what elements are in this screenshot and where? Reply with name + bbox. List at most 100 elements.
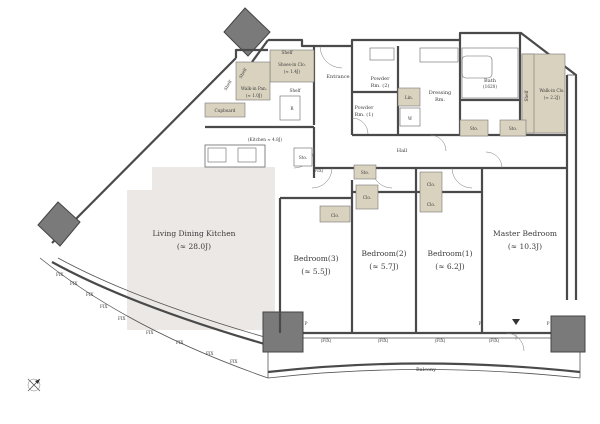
walkin-pan-label-1: Walk-in Pan.	[241, 86, 267, 91]
closet-bed1	[419, 171, 443, 213]
door-hall-bed3	[311, 167, 333, 189]
curved-window-wall	[51, 261, 269, 347]
shelf-label: Shelf	[223, 79, 233, 91]
bedroom2-area: (≈ 5.7J)	[369, 262, 399, 271]
master-area: (≈ 10.3J)	[508, 242, 542, 251]
door-powder1	[351, 117, 369, 135]
walkin-pantry	[235, 61, 271, 101]
fridge-mark: R	[290, 106, 294, 111]
column-south-east	[550, 315, 586, 353]
kitchen-sink	[237, 147, 257, 163]
kitchen-cooktop	[207, 147, 227, 163]
clo-label-bed2: Clo.	[363, 195, 371, 200]
curved-window-sash	[57, 257, 269, 339]
fix-label: FIX	[100, 304, 108, 309]
fix-label: FIX	[56, 272, 64, 277]
washbasin	[419, 47, 459, 63]
balcony-rail-inner	[267, 369, 581, 379]
fix-label: FIX	[70, 281, 78, 286]
fix-label: FIX	[176, 340, 184, 345]
closet-bed2	[355, 184, 379, 210]
fix-label-south: (FIX)	[378, 338, 389, 343]
ldk-area: (≈ 28.0J)	[177, 242, 211, 251]
fix-window-labels-curve: FIX FIX FIX FIX FIX FIX FIX FIX FIX	[56, 272, 238, 364]
fix-label: FIX	[230, 359, 238, 364]
bath-label: Bath	[484, 78, 497, 84]
balcony-rail	[267, 362, 581, 374]
kitchen-fridge	[279, 95, 301, 121]
p-mark: P	[547, 321, 550, 326]
sto-label-hall-right: Sto.	[509, 126, 517, 131]
ldk-name: Living Dining Kitchen	[152, 229, 235, 238]
bath-area	[461, 47, 519, 99]
storage-bed3	[319, 205, 351, 223]
sto-label-lower: Sto.	[361, 170, 369, 175]
fix-label: FIX	[146, 330, 154, 335]
linen-closet	[397, 87, 421, 107]
sto-near-kitchen	[293, 147, 313, 167]
column-west	[37, 201, 81, 247]
bedroom1-area: (≈ 6.2J)	[435, 262, 465, 271]
dressing-label-1: Dressing	[429, 90, 452, 96]
fix-label-south: (FIX)	[321, 338, 332, 343]
door-dressing	[429, 134, 447, 152]
dressing-label-2: Rm.	[435, 97, 446, 103]
balcony-label: Balcony	[416, 367, 436, 373]
shelf-label: Shelf	[282, 50, 293, 55]
powder1-label-1: Powder	[354, 105, 374, 111]
storage-hall-right	[499, 119, 527, 137]
bath-tub	[461, 55, 493, 79]
exterior-wall-west	[51, 57, 237, 244]
door-entrance	[319, 45, 343, 69]
powder1-fixture	[399, 107, 421, 127]
shoes-in-label-2: (≈ 1.4J)	[284, 69, 301, 74]
master-name: Master Bedroom	[493, 229, 557, 238]
clo-label-bed1-b: Clo.	[427, 202, 435, 207]
sto-label-kitchen: Sto.	[299, 155, 307, 160]
linen-label: Lin.	[405, 95, 413, 100]
walkin-clo-label-2: (≈ 2.2J)	[544, 95, 561, 100]
fix-label-south: (FIX)	[489, 338, 500, 343]
fix-label-hall: (FIX)	[313, 168, 324, 173]
p-mark: P	[305, 321, 308, 326]
bedroom3-area: (≈ 5.5J)	[301, 267, 331, 276]
entry-arrow-icon	[512, 319, 520, 325]
door-balcony	[505, 332, 525, 352]
powder1-label-2: Rm. (1)	[355, 111, 374, 118]
shelf-label: Shelf	[290, 88, 301, 93]
door-master	[485, 151, 503, 169]
column-northwest	[223, 7, 271, 57]
clo-label-bed1-a: Clo.	[427, 182, 435, 187]
bedroom2-name: Bedroom(2)	[361, 249, 406, 258]
bedroom1-name: Bedroom(1)	[427, 249, 472, 258]
fix-label: FIX	[206, 351, 214, 356]
column-south-center	[262, 311, 304, 353]
ldk-zone	[127, 167, 275, 330]
storage-hall-left	[459, 119, 489, 137]
storage-hall-lower	[353, 164, 377, 180]
fix-label-south: (FIX)	[435, 338, 446, 343]
kitchen-label: (Kitchen ≈ 4.8J)	[248, 137, 283, 142]
powder2-basin	[369, 47, 395, 61]
powder2-label-2: Rm. (2)	[371, 82, 390, 89]
walkin-pan-label-2: (≈ 1.0J)	[246, 93, 263, 98]
bedroom3-name: Bedroom(3)	[293, 254, 338, 263]
fix-label: FIX	[118, 316, 126, 321]
shoes-in-label-1: Shoes-in Clo.	[278, 62, 306, 67]
shelf-label-vertical: Shelf	[524, 90, 529, 101]
hall-label: Hall	[397, 148, 408, 154]
entrance-label: Entrance	[326, 74, 349, 80]
compass-icon	[27, 378, 41, 392]
cupboard-label: Cupboard	[215, 108, 236, 113]
bath-size: (1620)	[483, 84, 497, 89]
clo-label-bed3: Clo.	[331, 213, 339, 218]
walkin-clo-label-1: Walk-in Clo.	[539, 88, 564, 93]
cupboard	[204, 102, 246, 118]
walkin-closet-shelf	[521, 53, 535, 134]
powder2-label-1: Powder	[370, 76, 390, 82]
door-bed1	[451, 167, 473, 189]
fix-label: FIX	[86, 292, 94, 297]
p-mark: P	[479, 321, 482, 326]
